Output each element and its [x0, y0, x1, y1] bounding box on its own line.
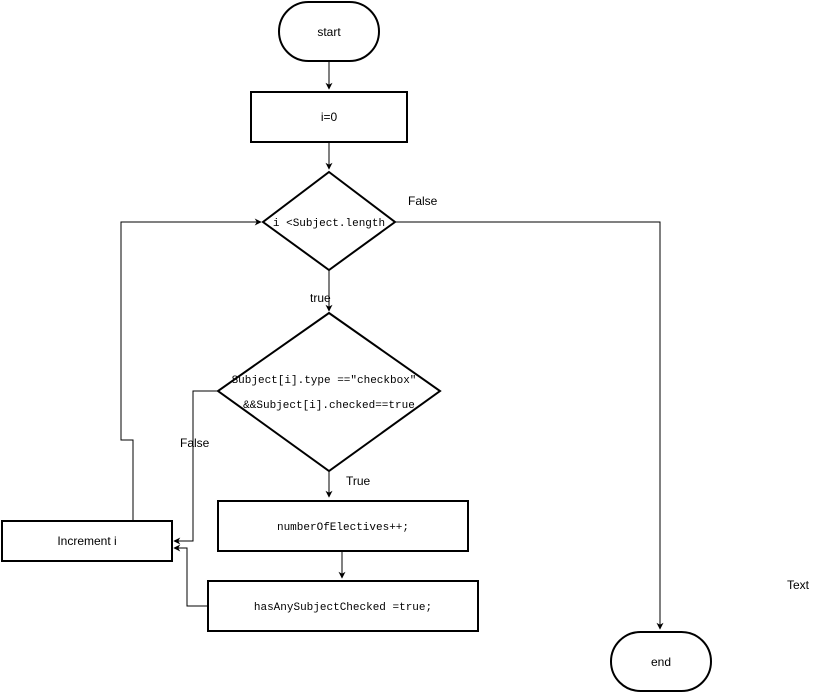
edge-increment-to-loop [120, 218, 262, 521]
end-label: end [651, 655, 671, 669]
node-increment-i[interactable]: Increment i [1, 520, 173, 562]
node-checkbox-condition[interactable]: Subject[i].type =="checkbox" &&Subject[i… [216, 311, 442, 473]
edge-check-false-to-increment [173, 390, 218, 545]
node-set-checked[interactable]: hasAnySubjectChecked =true; [207, 580, 479, 632]
edge-label-loop-false: False [408, 194, 438, 208]
node-end[interactable]: end [610, 631, 712, 692]
node-loop-condition[interactable]: i <Subject.length [261, 170, 397, 272]
free-text-label[interactable]: Text [787, 578, 810, 592]
loop-condition-label: i <Subject.length [273, 218, 385, 230]
start-label: start [317, 25, 341, 39]
checkbox-condition-line2: &&Subject[i].checked==true [243, 400, 415, 412]
edges [120, 61, 664, 630]
increment-electives-label: numberOfElectives++; [277, 522, 409, 534]
checkbox-condition-line1: Subject[i].type =="checkbox" [232, 375, 417, 387]
edge-set-checked-to-increment [173, 544, 208, 607]
increment-i-label: Increment i [57, 534, 116, 548]
edge-label-check-false: False [180, 436, 210, 450]
node-init[interactable]: i=0 [250, 91, 408, 143]
init-label: i=0 [321, 110, 338, 124]
edge-label-loop-true: true [310, 291, 331, 305]
set-checked-label: hasAnySubjectChecked =true; [254, 602, 432, 614]
node-increment-electives[interactable]: numberOfElectives++; [217, 500, 469, 552]
edge-label-check-true: True [346, 474, 371, 488]
node-start[interactable]: start [278, 1, 380, 62]
edge-loop-false-to-end [395, 221, 664, 630]
